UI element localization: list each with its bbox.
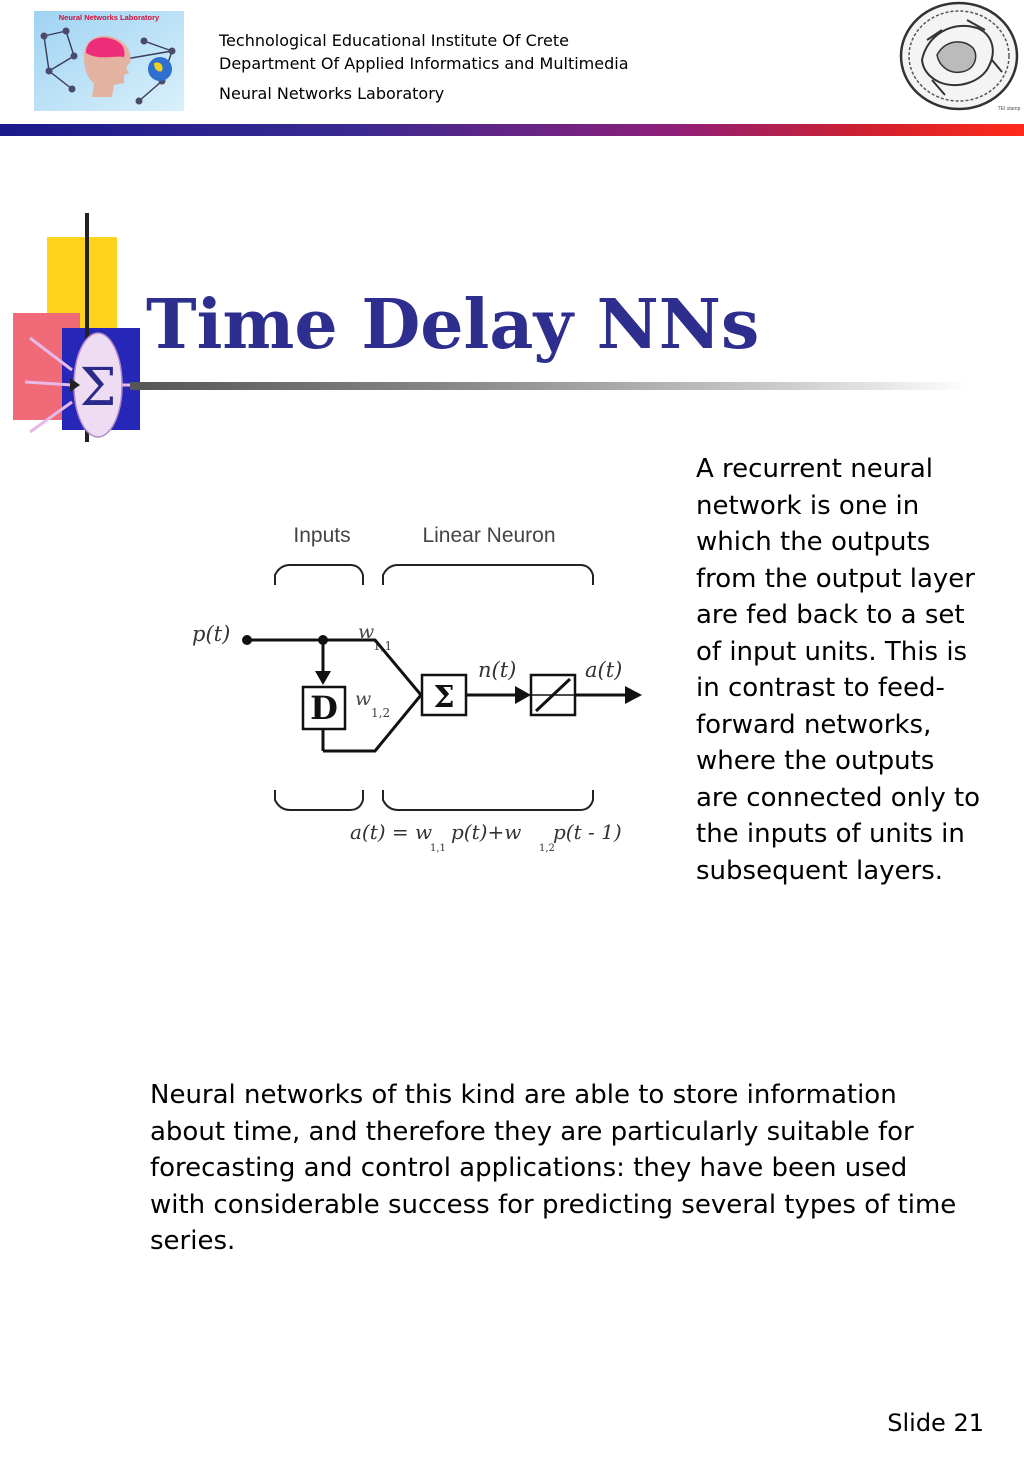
net-input-arrow <box>515 686 531 704</box>
svg-text:a(t) = w: a(t) = w <box>350 820 432 844</box>
svg-text:1,1: 1,1 <box>430 843 446 854</box>
delay-block-label: D <box>310 689 338 727</box>
neuron-brace-bottom <box>382 790 594 811</box>
output-label: a(t) <box>585 658 622 682</box>
sum-block-label: Σ <box>433 680 454 715</box>
page-title: Time Delay NNs <box>146 285 760 365</box>
lab-logo: Neural Networks Laboratory <box>34 11 184 111</box>
time-series-description: Neural networks of this kind are able to… <box>150 1080 957 1256</box>
institute-name: Technological Educational Institute Of C… <box>219 31 569 50</box>
inputs-label: Inputs <box>293 524 350 547</box>
recurrent-network-description: A recurrent neural network is one in whi… <box>696 454 981 886</box>
inputs-brace-bottom <box>274 790 364 811</box>
sigma-symbol: Σ <box>80 358 117 418</box>
institution-seal: TEI stamp <box>899 1 1021 112</box>
header-gradient-bar <box>0 124 1024 136</box>
neuron-brace-top <box>382 564 594 585</box>
output-arrow <box>625 686 642 704</box>
slide-number: Slide 21 <box>887 1409 984 1437</box>
output-equation: a(t) = w 1,1 p(t)+w 1,2 p(t - 1) <box>350 820 622 854</box>
inputs-brace-top <box>274 564 364 585</box>
lab-logo-text: Neural Networks Laboratory <box>59 13 160 22</box>
delay-input-arrow <box>315 671 331 685</box>
sigma-title-icon: Σ <box>13 213 155 442</box>
weight-2-label: w <box>355 688 371 710</box>
input-signal-label: p(t) <box>192 622 230 646</box>
svg-text:1,2: 1,2 <box>539 843 555 854</box>
weight-2-subscript: 1,2 <box>371 706 390 720</box>
seal-caption: TEI stamp <box>998 106 1021 112</box>
lab-name: Neural Networks Laboratory <box>219 84 445 103</box>
time-delay-neuron-diagram: Inputs Linear Neuron p(t) w 1,1 w 1,2 D … <box>192 524 642 854</box>
title-underline <box>130 382 970 390</box>
net-input-label: n(t) <box>478 658 516 682</box>
weight-1-label: w <box>358 621 374 643</box>
department-name: Department Of Applied Informatics and Mu… <box>219 54 629 73</box>
svg-text:p(t - 1): p(t - 1) <box>553 820 622 844</box>
svg-text:p(t)+w: p(t)+w <box>451 820 521 844</box>
linear-neuron-label: Linear Neuron <box>422 524 555 547</box>
